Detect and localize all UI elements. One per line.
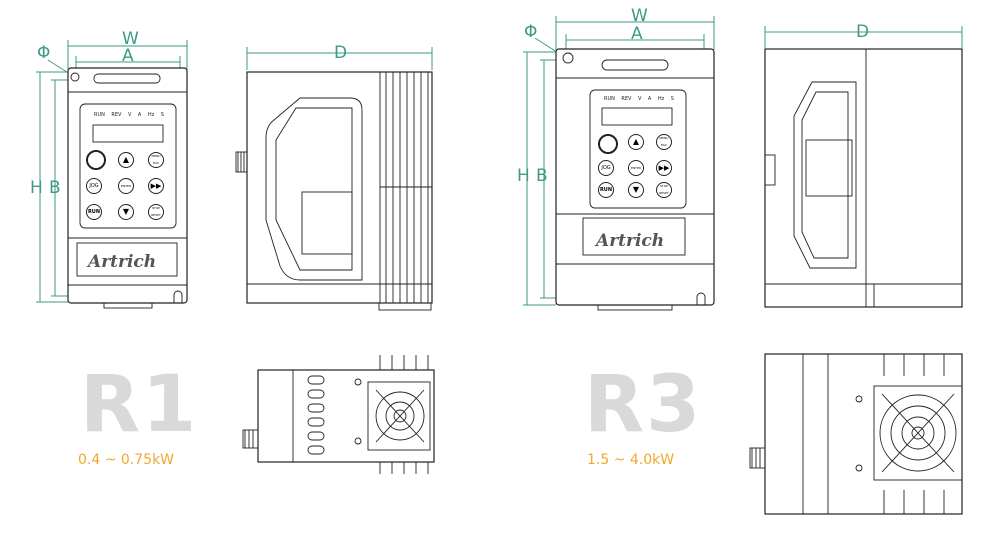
r1-depth-label: D	[334, 43, 347, 63]
led-hz-label: Hz	[147, 112, 155, 118]
led-hz-label: Hz	[657, 96, 665, 102]
r1-potentiometer-knob	[86, 150, 106, 170]
r3-up-key-icon: ▲	[628, 134, 644, 150]
r1-mount-height-label: B	[49, 178, 61, 198]
r1-run-key: RUN	[86, 204, 102, 220]
led-run-label: RUN	[94, 112, 105, 118]
r1-brand-logo: Artrich	[86, 252, 156, 272]
led-v-label: V	[127, 112, 132, 118]
r3-bottom-view	[749, 353, 963, 515]
r3-stop-key: STOP RESET	[656, 182, 672, 198]
r3-keypad: RUN REV V A Hz S ▲ MENU ESC JOG ENTER ▶▶…	[590, 90, 686, 208]
r3-status-leds: RUN REV V A Hz S	[604, 96, 674, 102]
r3-menu-key: MENU ESC	[656, 134, 672, 150]
r3-brand-logo: Artrich	[594, 231, 664, 251]
r3-run-key: RUN	[598, 182, 614, 198]
led-s-label: S	[160, 112, 164, 118]
r1-shift-key-icon: ▶▶	[148, 178, 164, 194]
r3-jog-key: JOG	[598, 160, 614, 176]
r3-front-view: W A Φ H B Artrich	[517, 6, 715, 311]
led-rev-label: REV	[621, 96, 632, 102]
led-rev-label: REV	[111, 112, 122, 118]
r3-power-range: 1.5 ~ 4.0kW	[587, 452, 675, 468]
r1-bottom-view	[242, 355, 435, 474]
r1-mount-width-label: A	[122, 46, 134, 66]
r1-up-key-icon: ▲	[118, 152, 134, 168]
r3-side-view: D	[764, 22, 963, 308]
r3-potentiometer-knob	[598, 134, 618, 154]
led-run-label: RUN	[604, 96, 615, 102]
r1-height-label: H	[30, 178, 43, 198]
r3-down-key-icon: ▼	[628, 182, 644, 198]
led-s-label: S	[670, 96, 674, 102]
r3-depth-label: D	[856, 22, 869, 42]
r3-hole-diameter-label: Φ	[524, 22, 537, 42]
r3-shift-key-icon: ▶▶	[656, 160, 672, 176]
r3-height-label: H	[517, 166, 530, 186]
r1-enter-key: ENTER	[118, 178, 134, 194]
r3-width-label: W	[631, 6, 648, 26]
r1-model-label: R1	[80, 360, 199, 450]
led-v-label: V	[637, 96, 642, 102]
r1-width-label: W	[122, 29, 139, 49]
r1-keypad: RUN REV V A Hz S ▲ MENU ESC JOG ENTER ▶▶…	[80, 104, 176, 228]
r1-jog-key: JOG	[86, 178, 102, 194]
r1-hole-diameter-label: Φ	[37, 43, 50, 63]
led-a-label: A	[137, 112, 142, 118]
led-a-label: A	[647, 96, 652, 102]
r1-power-range: 0.4 ~ 0.75kW	[78, 452, 175, 468]
r3-model-label: R3	[584, 360, 703, 450]
r3-mount-height-label: B	[536, 166, 548, 186]
r3-enter-key: ENTER	[628, 160, 644, 176]
r1-down-key-icon: ▼	[118, 204, 134, 220]
r1-stop-key: STOP RESET	[148, 204, 164, 220]
r1-status-leds: RUN REV V A Hz S	[94, 112, 164, 118]
r1-side-view: D	[235, 43, 433, 311]
r1-menu-key: MENU ESC	[148, 152, 164, 168]
r3-mount-width-label: A	[631, 24, 643, 44]
